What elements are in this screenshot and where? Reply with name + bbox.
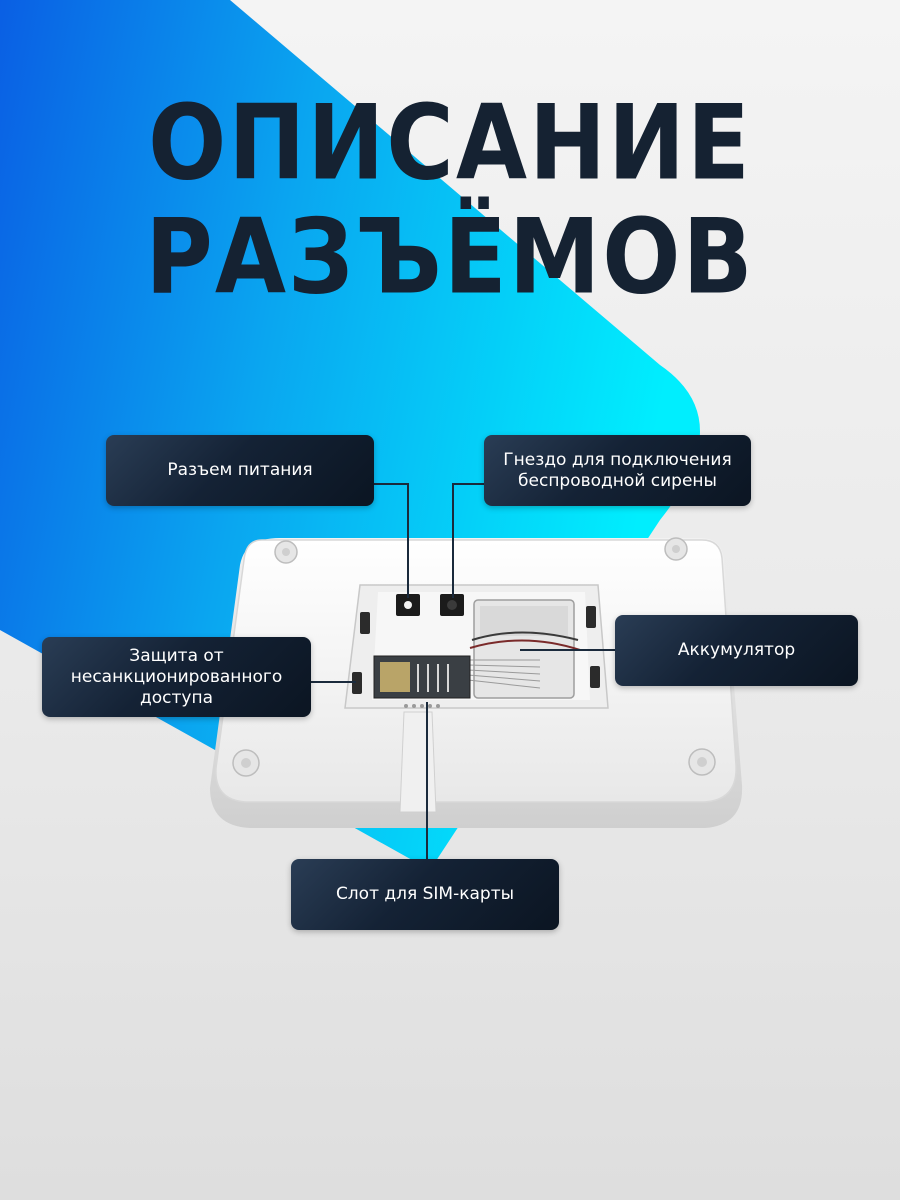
label-sim-text: Слот для SIM-карты [335, 884, 515, 904]
label-sim-slot: Слот для SIM-карты [291, 859, 559, 930]
label-tamper-text-1: Защита от [129, 645, 224, 666]
label-tamper-protection: Защита от несанкционированного доступа [42, 637, 311, 717]
page-title-line-1: ОПИСАНИЕ [148, 83, 752, 204]
label-tamper-text-3: доступа [140, 687, 213, 708]
label-tamper-text-2: несанкционированного [70, 666, 283, 687]
page-title-line-2: РАЗЪЁМОВ [145, 197, 755, 318]
label-power-connector: Разъем питания [106, 435, 374, 506]
label-battery-text: Аккумулятор [677, 640, 796, 660]
label-siren-socket: Гнездо для подключения беспроводной сире… [484, 435, 751, 506]
label-siren-text-1: Гнездо для подключения [503, 449, 732, 470]
label-power-text: Разъем питания [167, 460, 313, 480]
label-battery: Аккумулятор [615, 615, 858, 686]
label-siren-text-2: беспроводной сирены [518, 470, 717, 491]
